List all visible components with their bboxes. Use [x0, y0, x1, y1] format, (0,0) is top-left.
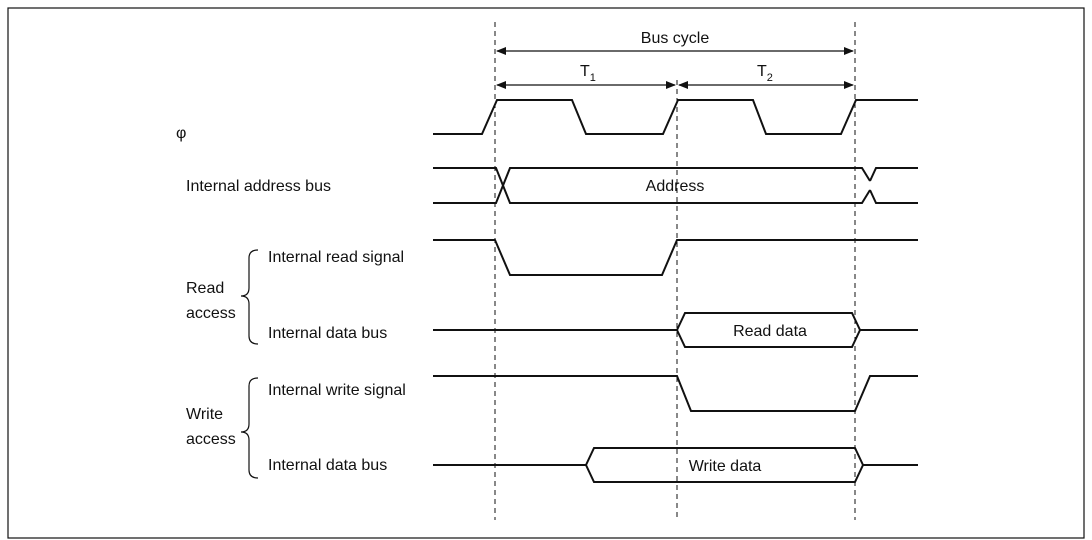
- bus-cycle-label: Bus cycle: [641, 30, 710, 47]
- phi-label: φ: [176, 125, 186, 142]
- write-signal-label: Internal write signal: [268, 382, 406, 399]
- address-value: Address: [646, 178, 705, 195]
- address-bus-next-lower: [869, 189, 918, 204]
- write-data-bus-label: Internal data bus: [268, 457, 387, 474]
- figure-frame: [7, 7, 1085, 539]
- read-access-label-line1: Read: [186, 280, 224, 297]
- address-bus-lower-edge: [433, 167, 871, 204]
- read-signal-label: Internal read signal: [268, 249, 404, 266]
- address-bus-label: Internal address bus: [186, 178, 331, 195]
- phi-clock-waveform: [433, 99, 918, 135]
- read-access-label-line2: access: [186, 305, 236, 322]
- write-signal-waveform: [433, 375, 918, 412]
- read-signal-waveform: [433, 239, 918, 276]
- read-access-brace: [240, 249, 259, 345]
- t2-label: T2: [757, 63, 773, 84]
- address-bus-upper-edge: [433, 167, 871, 204]
- write-data-value: Write data: [689, 458, 762, 475]
- write-access-brace: [240, 377, 259, 479]
- t1-label: T1: [580, 63, 596, 84]
- address-bus-next-upper: [869, 167, 918, 182]
- write-access-label-line2: access: [186, 431, 236, 448]
- read-data-bus-label: Internal data bus: [268, 325, 387, 342]
- read-data-value: Read data: [733, 323, 807, 340]
- write-access-label-line1: Write: [186, 406, 223, 423]
